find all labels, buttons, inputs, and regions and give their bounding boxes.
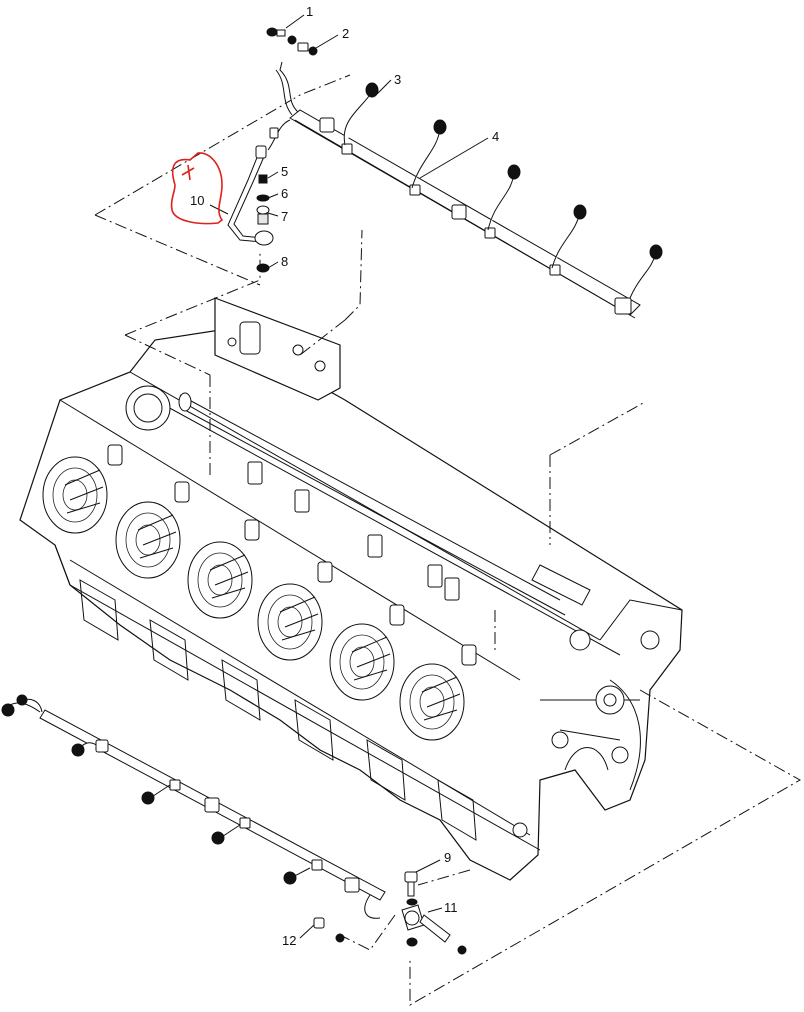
fuel-rail-lower	[1, 694, 386, 919]
injector-lines-lower	[1, 694, 311, 885]
callout-4: 4	[492, 129, 499, 144]
fasteners-items-5-8	[256, 174, 270, 273]
rail-fittings	[319, 117, 632, 315]
fasteners-items-1-2	[266, 27, 318, 56]
crankcase-windows	[79, 579, 477, 841]
adapter-plate	[214, 297, 341, 401]
callout-10: 10	[190, 193, 204, 208]
callout-6: 6	[281, 186, 288, 201]
cylinder-bores	[42, 456, 465, 741]
callout-5: 5	[281, 164, 288, 179]
callout-8: 8	[281, 254, 288, 269]
block-bolt-bosses	[107, 444, 477, 666]
callout-labels: 1 2 3 4 5 6 7 8 9 10 11 12	[190, 4, 499, 948]
assembly-lines	[94, 74, 802, 1006]
callout-1: 1	[306, 4, 313, 19]
lower-rail-fittings	[95, 739, 360, 893]
callout-3: 3	[394, 72, 401, 87]
injector-lines-upper	[343, 82, 663, 299]
fasteners-items-9-11-12	[313, 871, 467, 955]
callout-11: 11	[444, 900, 458, 915]
leader-lines	[209, 14, 489, 939]
fuel-rail-upper	[267, 61, 663, 319]
callout-12: 12	[282, 933, 296, 948]
engine-block	[19, 297, 683, 881]
callout-9: 9	[444, 850, 451, 865]
callout-2: 2	[342, 26, 349, 41]
callout-7: 7	[281, 209, 288, 224]
red-highlight-markup	[170, 152, 224, 225]
pipe-item-10	[227, 127, 279, 246]
